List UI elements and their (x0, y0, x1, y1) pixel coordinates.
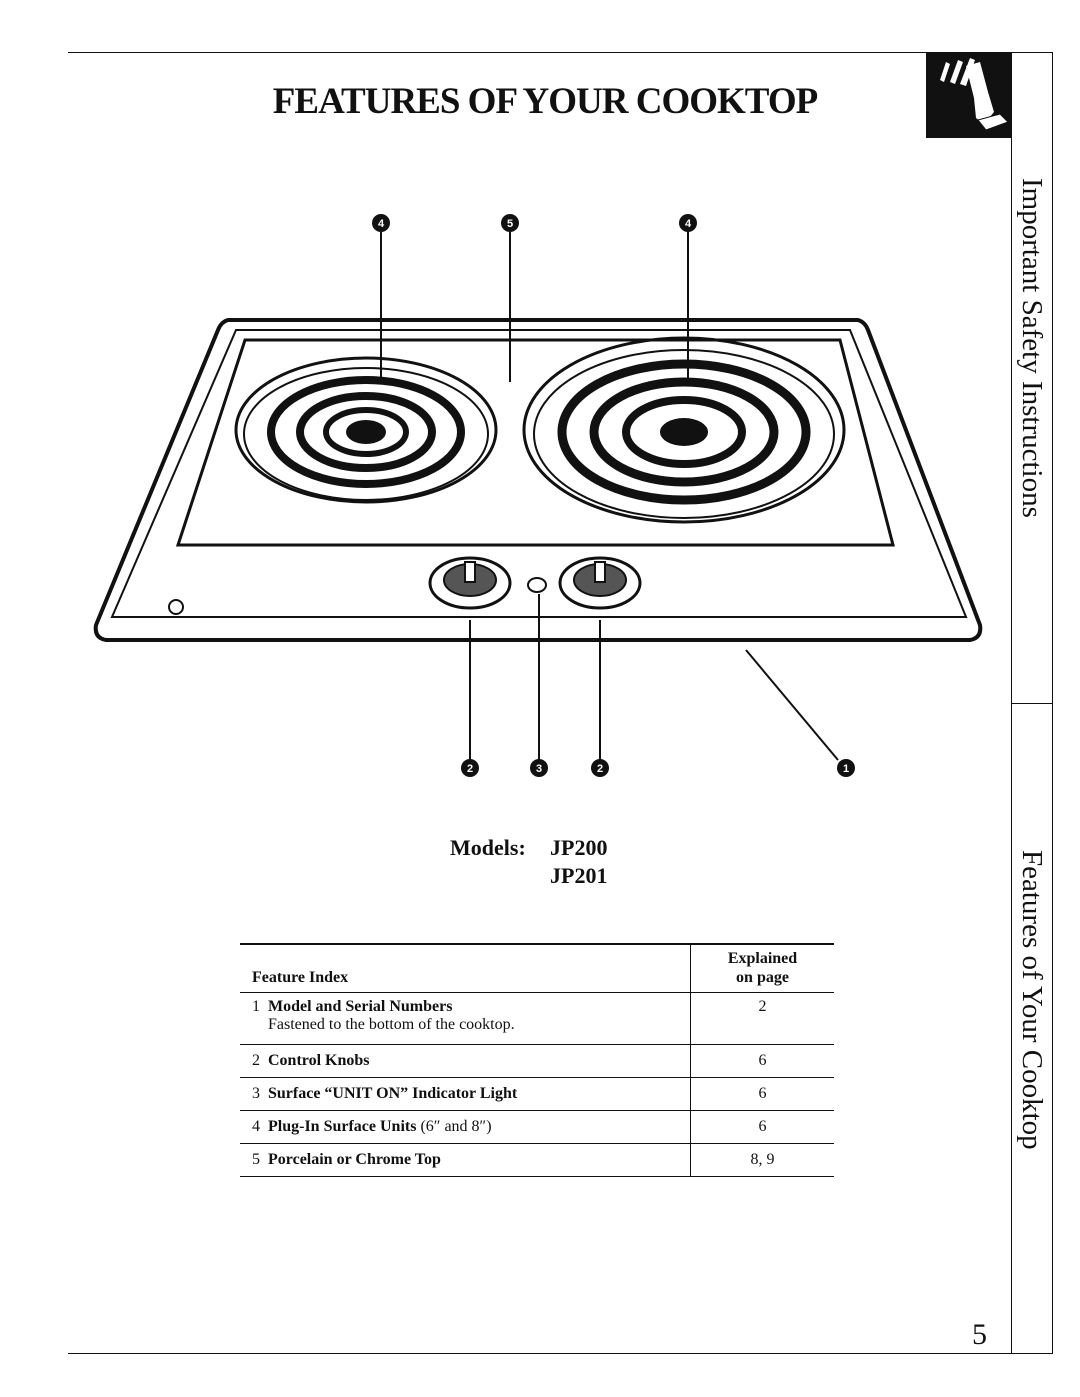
table-row: 2 Control Knobs 6 (240, 1044, 834, 1077)
table-row: 5 Porcelain or Chrome Top 8, 9 (240, 1143, 834, 1176)
right-surface-unit (522, 336, 846, 524)
row-feature: Model and Serial Numbers Fastened to the… (268, 992, 691, 1044)
header-explained-on-page: Explained on page (690, 944, 834, 992)
cooktop-illustration: 4 5 4 2 3 2 1 (93, 214, 983, 777)
row-number: 5 (252, 1150, 260, 1168)
left-control-knob[interactable] (428, 556, 512, 610)
header-explained: Explained (727, 949, 798, 967)
row-feature: Plug-In Surface Units (6″ and 8″) (268, 1110, 691, 1143)
feature-name: Plug-In Surface Units (268, 1117, 417, 1135)
callout-1: 1 (837, 759, 855, 777)
callout-5: 5 (501, 214, 519, 232)
row-number: 3 (252, 1084, 260, 1102)
bottom-rule (68, 1353, 1053, 1354)
page-number: 5 (972, 1318, 987, 1351)
feature-name: Model and Serial Numbers (268, 997, 453, 1015)
row-page: 8, 9 (690, 1143, 834, 1176)
models-block: Models: JP200 JP201 (450, 835, 608, 888)
feature-index-header: Feature Index Explained on page (240, 944, 834, 992)
svg-text:4: 4 (685, 218, 692, 230)
callout-3: 3 (530, 759, 548, 777)
sidebar-divider (1011, 703, 1053, 704)
row-number: 2 (252, 1051, 260, 1069)
indicator-light (527, 577, 547, 593)
top-rule (68, 52, 1053, 53)
feature-name: Control Knobs (268, 1051, 370, 1069)
model-jp200: JP200 (550, 835, 608, 860)
row-feature: Surface “UNIT ON” Indicator Light (268, 1077, 691, 1110)
row-feature: Control Knobs (268, 1044, 691, 1077)
table-row: 3 Surface “UNIT ON” Indicator Light 6 (240, 1077, 834, 1110)
feature-name: Surface “UNIT ON” Indicator Light (268, 1084, 518, 1102)
sidebar-section-safety[interactable]: Important Safety Instructions (1016, 178, 1048, 518)
feature-description: Fastened to the bottom of the cooktop. (268, 1015, 515, 1033)
feature-note: (6″ and 8″) (416, 1117, 492, 1135)
svg-text:5: 5 (507, 218, 513, 230)
row-number: 4 (252, 1117, 260, 1135)
row-page: 6 (690, 1077, 834, 1110)
callout-4-right: 4 (679, 214, 697, 232)
hand-pressing-button-icon (926, 52, 1012, 138)
page-title: FEATURES OF YOUR COOKTOP (272, 81, 818, 122)
row-number: 1 (252, 997, 260, 1015)
table-row: 4 Plug-In Surface Units (6″ and 8″) 6 (240, 1110, 834, 1143)
sidebar-section-features[interactable]: Features of Your Cooktop (1016, 850, 1048, 1150)
row-page: 2 (690, 992, 834, 1044)
brand-logo (168, 599, 184, 615)
right-control-knob[interactable] (558, 556, 642, 610)
header-on-page: on page (736, 968, 789, 986)
model-jp201: JP201 (550, 863, 608, 888)
svg-text:2: 2 (467, 763, 473, 775)
row-page: 6 (690, 1044, 834, 1077)
left-surface-unit (234, 356, 498, 504)
header-feature-index: Feature Index (252, 968, 349, 986)
svg-text:3: 3 (536, 763, 542, 775)
svg-text:1: 1 (843, 763, 849, 775)
feature-index-table: Feature Index Explained on page 1 Model … (240, 943, 834, 1177)
callout-2-left: 2 (461, 759, 479, 777)
callout-2-right: 2 (591, 759, 609, 777)
callout-4-left: 4 (372, 214, 390, 232)
row-page: 6 (690, 1110, 834, 1143)
row-feature: Porcelain or Chrome Top (268, 1143, 691, 1176)
table-row: 1 Model and Serial Numbers Fastened to t… (240, 992, 834, 1044)
feature-name: Porcelain or Chrome Top (268, 1150, 441, 1168)
models-label: Models: (450, 835, 526, 860)
svg-text:2: 2 (597, 763, 603, 775)
svg-text:4: 4 (378, 218, 385, 230)
